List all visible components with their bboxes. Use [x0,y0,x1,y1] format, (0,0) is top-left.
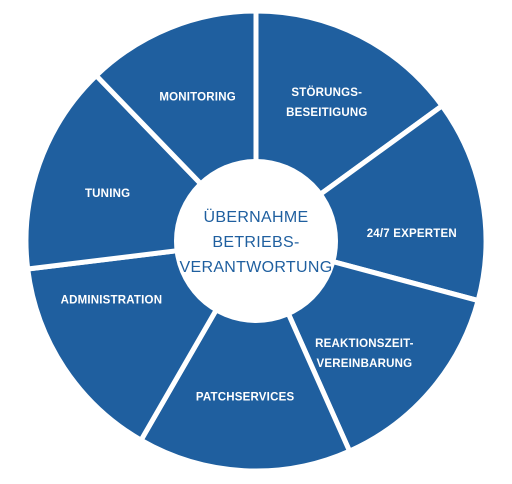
segment-5-label: ADMINISTRATION [61,294,163,306]
segment-6-label: TUNING [85,188,130,200]
segment-1-label: STÖRUNGS-BESEITIGUNG [286,86,367,119]
segment-2-label: 24/7 EXPERTEN [367,228,457,240]
segment-labels-layer: STÖRUNGS-BESEITIGUNG 24/7 EXPERTEN REAKTIO… [61,86,457,404]
segment-4 [138,238,353,474]
segment-3-label: REAKTIONSZEIT-VEREINBARUNG [315,338,414,370]
center-circle [174,159,338,323]
segment-4-label: PATCHSERVICES [196,392,295,404]
segment-7-label: MONITORING [159,91,236,103]
